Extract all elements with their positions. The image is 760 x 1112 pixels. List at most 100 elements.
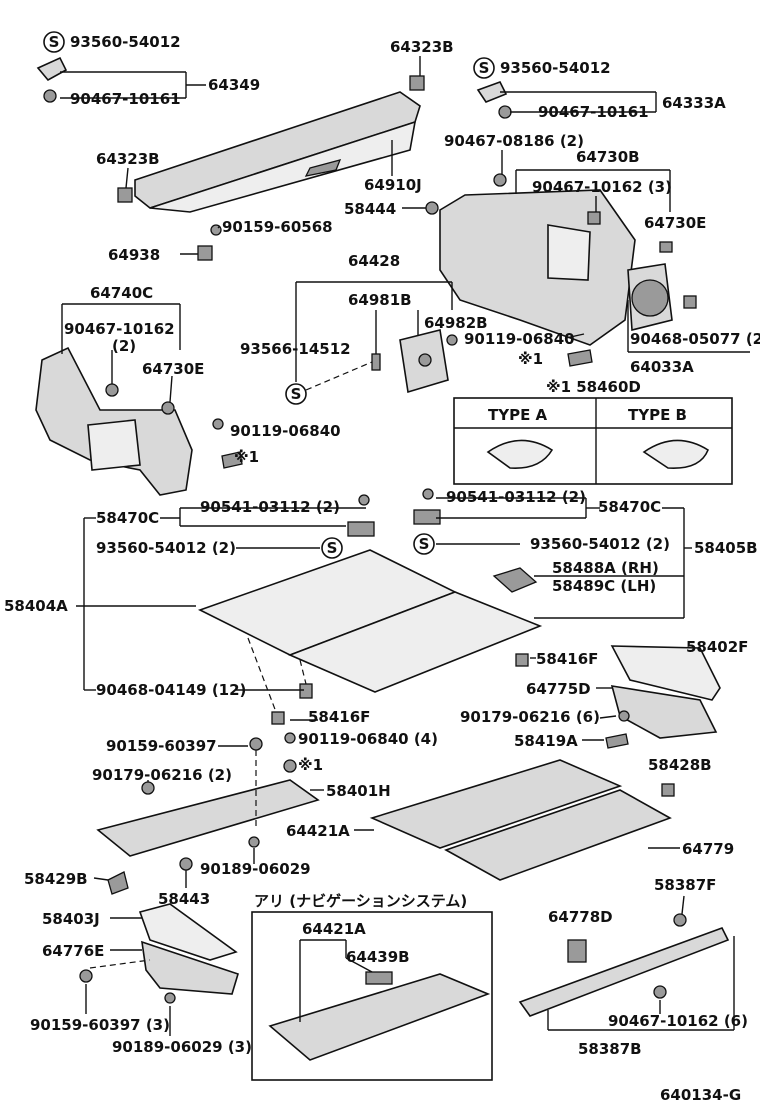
- label-90119-06840-l: 90119-06840: [230, 422, 341, 440]
- label-93560-54012-r: 93560-54012: [500, 59, 611, 77]
- label-64981b: 64981B: [348, 291, 412, 309]
- label-64740c: 64740C: [90, 284, 153, 302]
- screw-symbol-mid: S: [285, 383, 307, 405]
- label-64730b: 64730B: [576, 148, 640, 166]
- label-90467-10162-l: 90467-10162: [64, 320, 175, 338]
- label-58470c-l: 58470C: [96, 509, 159, 527]
- label-58419a: 58419A: [514, 732, 578, 750]
- label-90467-10162-6: 90467-10162 (6): [608, 1012, 748, 1030]
- drawing-number: 640134-G: [660, 1086, 741, 1104]
- type-a-label: TYPE A: [488, 406, 548, 424]
- screw-symbol-tr: S: [473, 57, 495, 79]
- label-93560-54012-mr: 93560-54012 (2): [530, 535, 670, 553]
- label-90159-60568: 90159-60568: [222, 218, 333, 236]
- label-90179-06216-l: 90179-06216 (2): [92, 766, 232, 784]
- svg-text:S: S: [327, 539, 338, 557]
- label-64421a-sub: 64421A: [302, 920, 366, 938]
- label-93560-54012: 93560-54012: [70, 33, 181, 51]
- label-90179-06216-r: 90179-06216 (6): [460, 708, 600, 726]
- label-93566-14512: 93566-14512: [240, 340, 351, 358]
- label-90189-06029: 90189-06029: [200, 860, 311, 878]
- label-58387f: 58387F: [654, 876, 716, 894]
- label-qty-2: (2): [112, 337, 136, 355]
- label-90541-03112-l: 90541-03112 (2): [200, 498, 340, 516]
- label-58470c-r: 58470C: [598, 498, 661, 516]
- label-64910j: 64910J: [364, 176, 422, 194]
- label-90159-60397: 90159-60397: [106, 737, 217, 755]
- label-64033a: 64033A: [630, 358, 694, 376]
- label-note1-r: ※1: [518, 350, 543, 368]
- label-58405b: 58405B: [694, 539, 758, 557]
- label-64421a: 64421A: [286, 822, 350, 840]
- holder-part-top: [409, 75, 425, 91]
- label-64779: 64779: [682, 840, 734, 858]
- screw-symbol-mr: S: [413, 533, 435, 555]
- label-64730e-r: 64730E: [644, 214, 706, 232]
- type-variant-box: [453, 397, 733, 485]
- label-64333a: 64333A: [662, 94, 726, 112]
- label-58460d: ※1 58460D: [546, 378, 641, 396]
- label-90467-08186: 90467-08186 (2): [444, 132, 584, 150]
- label-64349: 64349: [208, 76, 260, 94]
- label-90159-60397-3: 90159-60397 (3): [30, 1016, 170, 1034]
- label-90467-10162-r: 90467-10162 (3): [532, 178, 672, 196]
- part-labels: 93560-54012 90467-10161 64349 64323B 643…: [4, 33, 760, 1104]
- side-box-rh-part: [605, 645, 721, 749]
- bracket-part-tl: [36, 56, 68, 103]
- quarter-trim-lh-part: [35, 346, 243, 496]
- label-64938: 64938: [108, 246, 160, 264]
- label-58403j: 58403J: [42, 910, 100, 928]
- side-box-lh-part: [79, 903, 239, 1004]
- label-90541-03112-r: 90541-03112 (2): [446, 488, 586, 506]
- label-90189-06029-3: 90189-06029 (3): [112, 1038, 252, 1056]
- bracket-part-tr: [476, 81, 512, 119]
- label-90467-10161: 90467-10161: [70, 90, 181, 108]
- label-58488a: 58488A (RH): [552, 559, 659, 577]
- label-90119-06840-r: 90119-06840: [464, 330, 575, 348]
- label-58444: 58444: [344, 200, 396, 218]
- holder-part-left: [117, 187, 133, 203]
- label-64323b-top: 64323B: [390, 38, 454, 56]
- label-90468-04149: 90468-04149 (12): [96, 681, 246, 699]
- screw-symbol-tl: S: [43, 31, 65, 53]
- sub-assembly-caption: アリ (ナビゲーションシステム): [254, 892, 467, 910]
- label-90467-10161-r: 90467-10161: [538, 103, 649, 121]
- label-90119-06840-4: 90119-06840 (4): [298, 730, 438, 748]
- navigation-sub-assembly-frame: [251, 911, 493, 1081]
- label-64439b: 64439B: [346, 948, 410, 966]
- type-b-part: [642, 439, 709, 469]
- floor-tray-center-part: [369, 759, 675, 881]
- label-58404a: 58404A: [4, 597, 68, 615]
- floor-tray-left-part: [96, 732, 320, 895]
- label-64982b: 64982B: [424, 314, 488, 332]
- label-93560-54012-ml: 93560-54012 (2): [96, 539, 236, 557]
- tonneau-cover-part: [134, 91, 421, 213]
- type-b-label: TYPE B: [628, 406, 687, 424]
- clip-part-64938: [197, 224, 222, 261]
- label-note1-l: ※1: [234, 448, 259, 466]
- leader-lines: [60, 56, 750, 1036]
- plate-part-64428: [371, 329, 458, 394]
- label-58401h: 58401H: [326, 782, 391, 800]
- label-58428b: 58428B: [648, 756, 712, 774]
- label-58387b: 58387B: [578, 1040, 642, 1058]
- deck-board-part: [197, 488, 543, 725]
- label-64775d: 64775D: [526, 680, 591, 698]
- label-58489c: 58489C (LH): [552, 577, 656, 595]
- label-58416f-r: 58416F: [536, 650, 598, 668]
- label-64323b-left: 64323B: [96, 150, 160, 168]
- label-58402f: 58402F: [686, 638, 748, 656]
- svg-text:S: S: [49, 33, 60, 51]
- label-64776e: 64776E: [42, 942, 104, 960]
- quarter-trim-rh-part: [425, 173, 697, 367]
- label-90468-05077: 90468-05077 (2): [630, 330, 760, 348]
- svg-text:S: S: [479, 59, 490, 77]
- label-58443: 58443: [158, 890, 210, 908]
- label-58429b: 58429B: [24, 870, 88, 888]
- type-a-part: [486, 439, 554, 469]
- svg-text:S: S: [419, 535, 430, 553]
- label-note1-c: ※1: [298, 756, 323, 774]
- scuff-plate-part: [518, 913, 730, 1017]
